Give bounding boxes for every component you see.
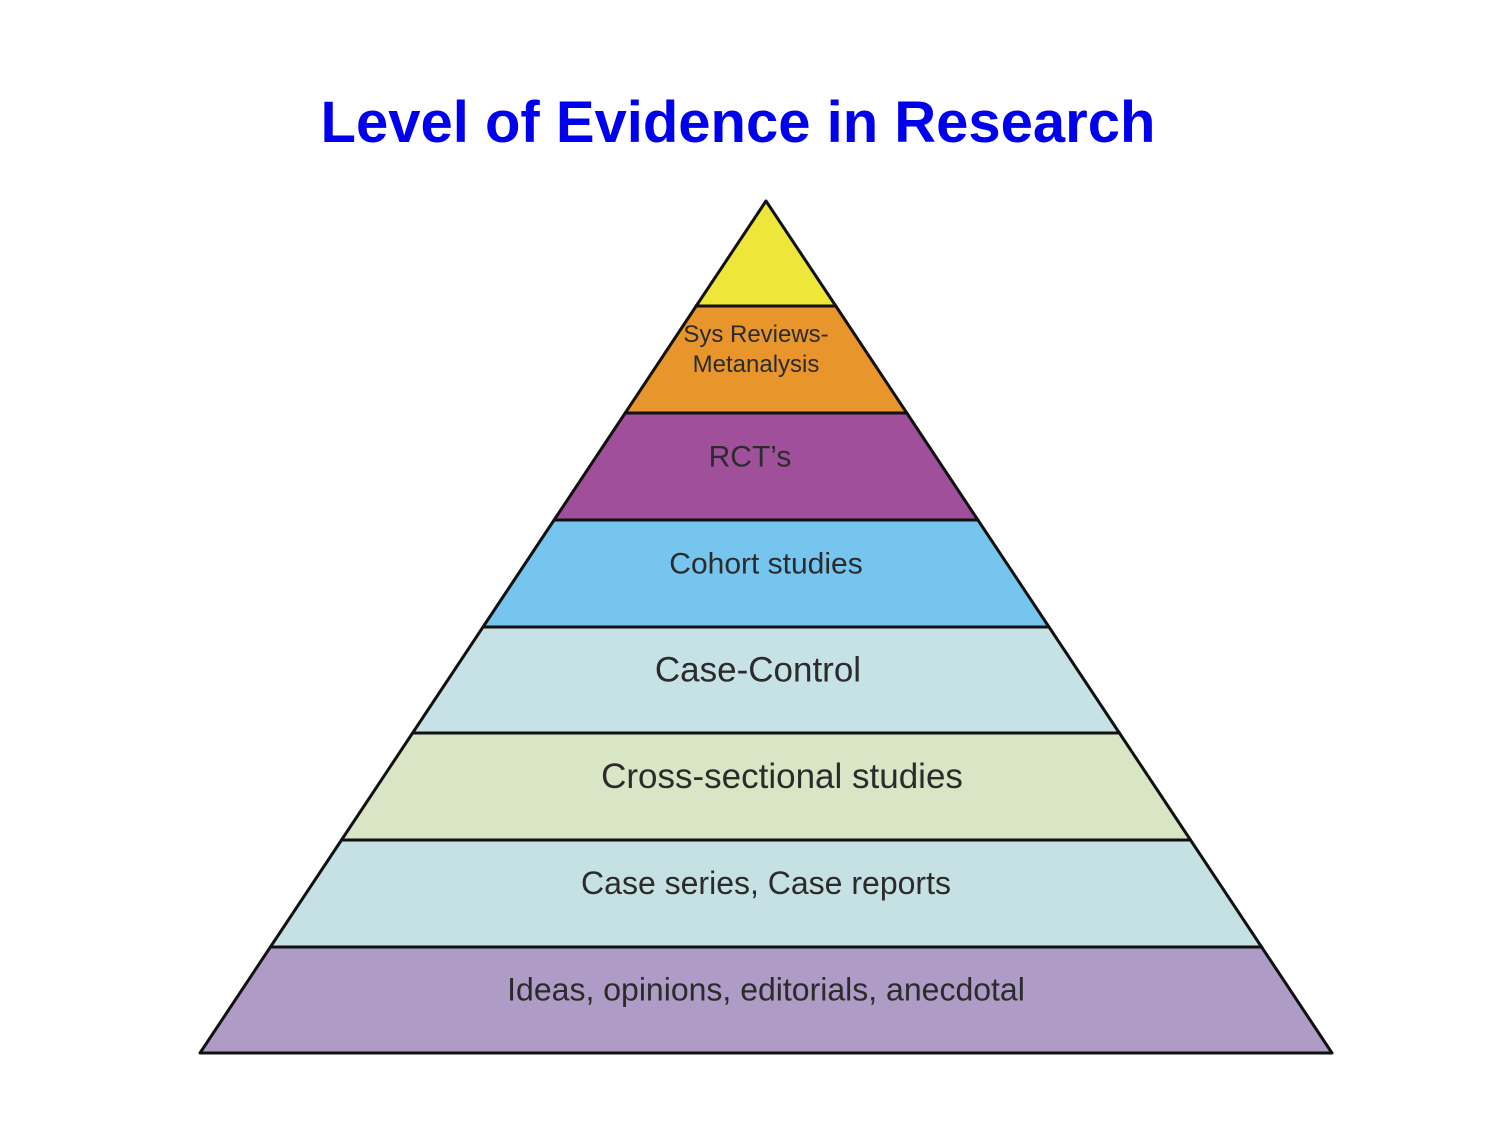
pyramid-tier-label: Sys Reviews- xyxy=(683,321,828,348)
pyramid-tier-shape xyxy=(198,945,1334,1055)
pyramid-tier: RCT’s xyxy=(552,411,980,522)
pyramid-tier-label: Case series, Case reports xyxy=(581,865,951,901)
pyramid-tier: Cross-sectional studies xyxy=(340,731,1192,842)
pyramid-tier-label: Case-Control xyxy=(655,651,861,690)
pyramid-tier-label: Ideas, opinions, editorials, anecdotal xyxy=(507,972,1025,1008)
pyramid-tier: Cohort studies xyxy=(481,518,1051,629)
pyramid-tier: Case-Control xyxy=(411,625,1121,735)
pyramid-tier-label: Cohort studies xyxy=(669,547,862,580)
diagram-title: Level of Evidence in Research xyxy=(320,90,1156,155)
pyramid-tier: Sys Reviews- Metanalysis xyxy=(623,304,909,415)
pyramid-tier-label: Metanalysis xyxy=(693,351,820,378)
pyramid-tier xyxy=(694,199,838,308)
pyramid-tier: Case series, Case reports xyxy=(268,838,1264,949)
pyramid-tier: Ideas, opinions, editorials, anecdotal xyxy=(198,945,1334,1055)
pyramid-tier-label: RCT’s xyxy=(709,440,792,473)
pyramid-tier-shape xyxy=(694,199,838,308)
pyramid-tier-label: Cross-sectional studies xyxy=(601,757,963,796)
